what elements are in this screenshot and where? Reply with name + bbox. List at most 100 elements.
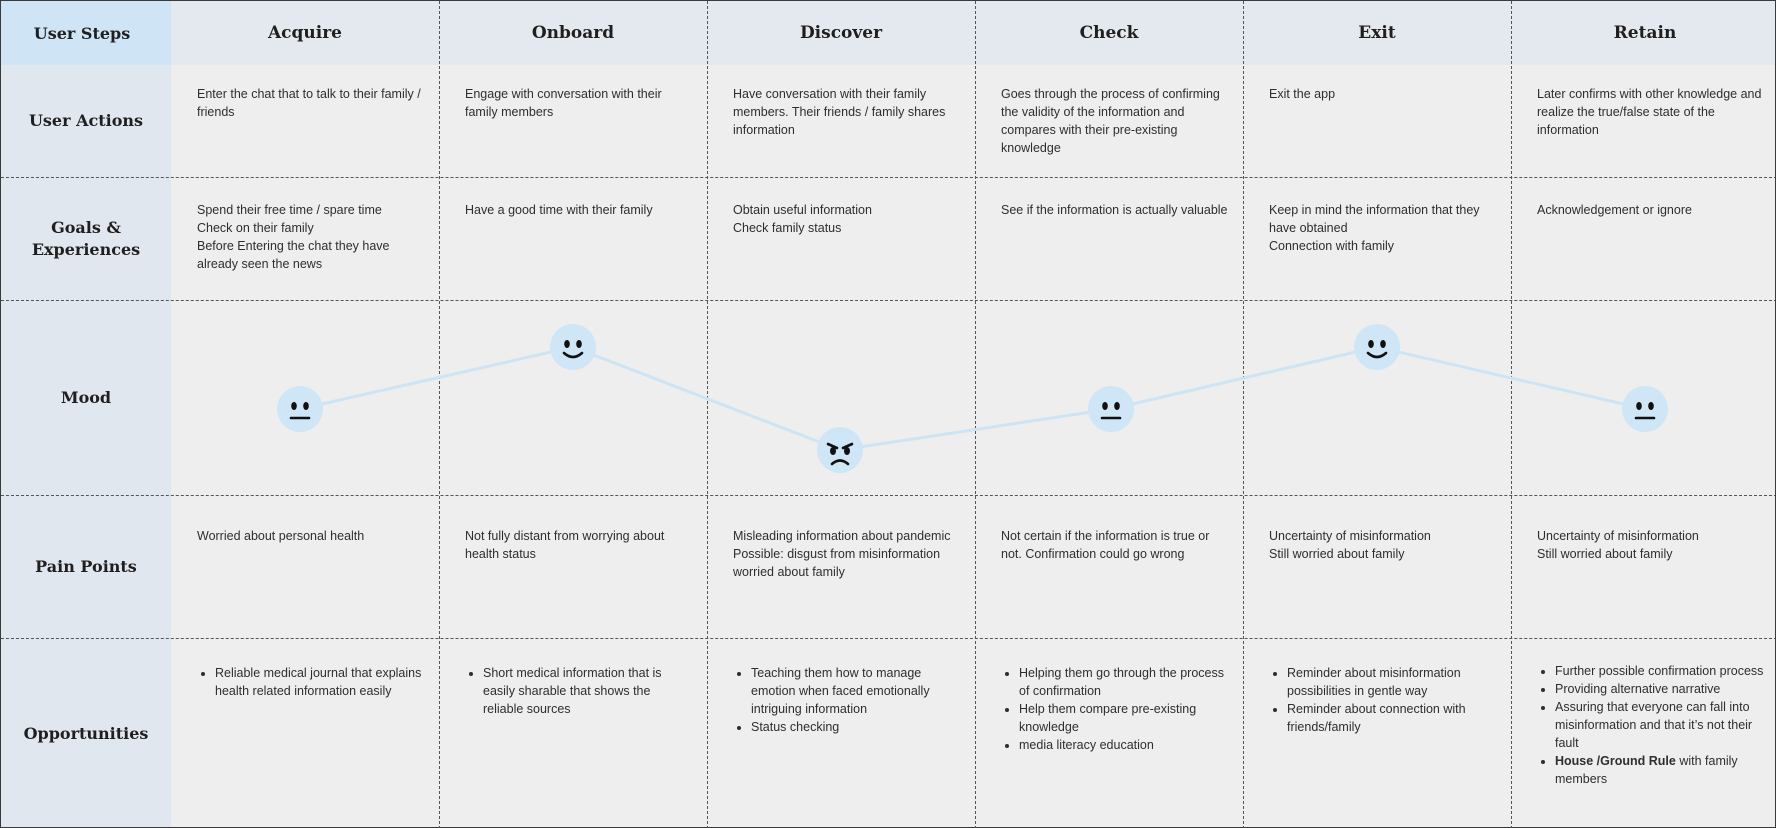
opportunity-item: Further possible confirmation process [1555,662,1765,680]
goals-text: Connection with family [1269,239,1395,253]
goals-text: Obtain useful information [733,203,872,217]
opportunity-list: Teaching them how to manage emotion when… [733,664,961,736]
goals-text: Before Entering the chat they have alrea… [197,239,390,271]
step-title-discover: Discover [799,23,883,43]
step-title-acquire: Acquire [267,23,343,43]
actions-text: Exit the app [1269,87,1336,101]
row-label-user-steps: User Steps [33,23,131,43]
mood-line-segment [299,345,574,411]
discover-opportunities-cell: Teaching them how to manage emotion when… [733,664,961,736]
opportunity-list: Helping them go through the process of c… [1001,664,1229,754]
opportunity-item: Help them compare pre-existing knowledge [1019,700,1229,736]
header-band [1,1,1775,65]
retain-goals-cell: Acknowledgement or ignore [1537,201,1765,219]
row-divider [1,177,1775,178]
column-divider [1511,1,1512,827]
acquire-opportunities-cell: Reliable medical journal that explains h… [197,664,425,700]
goals-text: Check on their family [197,221,314,235]
opportunity-list: Short medical information that is easily… [465,664,693,718]
opportunity-bold-text: House /Ground Rule [1555,754,1676,768]
onboard-actions-cell: Engage with conversation with their fami… [465,85,693,121]
row-label-goals-line2: Experiences [31,239,141,259]
row-divider [1,638,1775,639]
discover-actions-cell: Have conversation with their family memb… [733,85,961,139]
mood-line-segment [1110,345,1378,411]
step-title-check: Check [1079,23,1139,43]
goals-text: Spend their free time / spare time [197,203,382,217]
opportunity-item: Status checking [751,718,961,736]
pain-text: Misleading information about pandemic [733,529,951,543]
actions-text: Goes through the process of confirming t… [1001,87,1220,155]
opportunity-text: Reminder about misinformation possibilit… [1287,666,1461,698]
pain-text: Uncertainty of misinformation [1269,529,1431,543]
goals-text: See if the information is actually valua… [1001,203,1228,217]
neutral-face-icon [1088,386,1134,432]
onboard-opportunities-cell: Short medical information that is easily… [465,664,693,718]
opportunity-text: Help them compare pre-existing knowledge [1019,702,1197,734]
onboard-goals-cell: Have a good time with their family [465,201,693,219]
exit-opportunities-cell: Reminder about misinformation possibilit… [1269,664,1497,736]
check-pain-cell: Not certain if the information is true o… [1001,527,1229,563]
happy-face-icon [1354,324,1400,370]
column-divider [1243,1,1244,827]
opportunity-text: Further possible confirmation process [1555,664,1764,678]
pain-text: Not certain if the information is true o… [1001,529,1210,561]
column-divider [707,1,708,827]
opportunity-item: House /Ground Rule with family members [1555,752,1765,788]
mood-line-segment [572,345,841,452]
opportunity-list: Further possible confirmation processPro… [1537,662,1765,788]
acquire-pain-cell: Worried about personal health [197,527,425,545]
onboard-pain-cell: Not fully distant from worrying about he… [465,527,693,563]
goals-text: Check family status [733,221,842,235]
step-title-onboard: Onboard [531,23,615,43]
opportunity-text: Assuring that everyone can fall into mis… [1555,700,1753,750]
row-divider [1,300,1775,301]
opportunity-list: Reliable medical journal that explains h… [197,664,425,700]
step-title-exit: Exit [1358,23,1396,43]
opportunity-text: Reliable medical journal that explains h… [215,666,422,698]
actions-text: Later confirms with other knowledge and … [1537,87,1762,137]
goals-text: Acknowledgement or ignore [1537,203,1692,217]
pain-text: Still worried about family [1269,547,1405,561]
check-actions-cell: Goes through the process of confirming t… [1001,85,1229,157]
corner-cell [1,1,171,65]
neutral-face-icon [1622,386,1668,432]
row-label-goals-line1: Goals & [51,217,121,237]
opportunity-item: Reminder about misinformation possibilit… [1287,664,1497,700]
actions-text: Engage with conversation with their fami… [465,87,662,119]
row-label-mood: Mood [60,387,112,407]
actions-text: Have conversation with their family memb… [733,87,946,137]
opportunity-item: Reminder about connection with friends/f… [1287,700,1497,736]
acquire-actions-cell: Enter the chat that to talk to their fam… [197,85,425,121]
row-divider [1,495,1775,496]
neutral-face-icon [277,386,323,432]
opportunity-text: Teaching them how to manage emotion when… [751,666,930,716]
goals-text: Have a good time with their family [465,203,653,217]
exit-goals-cell: Keep in mind the information that they h… [1269,201,1497,255]
pain-text: Not fully distant from worrying about he… [465,529,665,561]
row-label-goals: Goals & Experiences [1,177,171,300]
exit-actions-cell: Exit the app [1269,85,1497,103]
opportunity-text: Reminder about connection with friends/f… [1287,702,1466,734]
retain-opportunities-cell: Further possible confirmation processPro… [1537,662,1765,788]
row-label-user-actions: User Actions [28,111,144,130]
step-title-retain: Retain [1613,23,1677,43]
opportunity-item: Providing alternative narrative [1555,680,1765,698]
check-goals-cell: See if the information is actually valua… [1001,201,1229,219]
goals-text: Keep in mind the information that they h… [1269,203,1480,235]
opportunity-text: with family members [1555,754,1738,786]
opportunity-text: Helping them go through the process of c… [1019,666,1224,698]
column-divider [975,1,976,827]
pain-text: Still worried about family [1537,547,1673,561]
angry-face-icon [817,427,863,473]
opportunity-text: Status checking [751,720,840,734]
mood-line-segment [839,407,1112,452]
opportunity-item: Short medical information that is easily… [483,664,693,718]
check-opportunities-cell: Helping them go through the process of c… [1001,664,1229,754]
mood-line-segment [1376,345,1646,411]
